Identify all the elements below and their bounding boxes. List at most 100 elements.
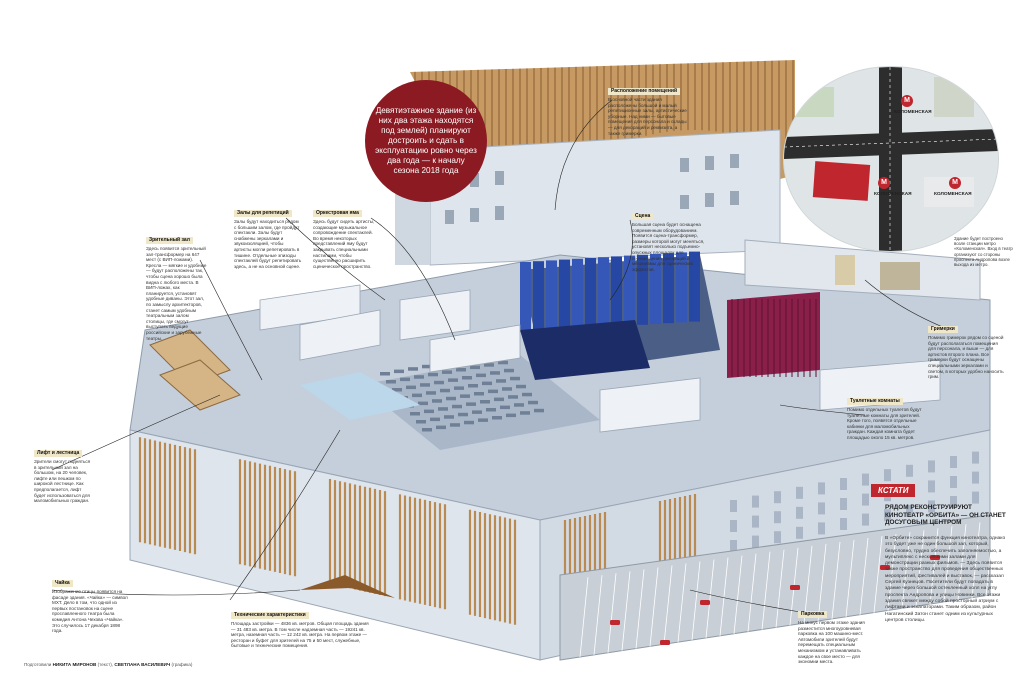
facade-window (818, 482, 825, 495)
callout-toilets: Туалетные комнаты Помимо отдельных туале… (847, 398, 923, 441)
interior-walls (259, 284, 941, 433)
map-graphic (784, 67, 998, 251)
facade-window (730, 540, 737, 552)
parking-stripe (761, 551, 771, 630)
car (880, 565, 890, 570)
parking-stripe (985, 520, 995, 597)
callout-text: Изображение птицы появится на фасаде зда… (52, 589, 128, 634)
seat-row (438, 407, 448, 411)
facade-window (730, 520, 737, 532)
parking-stripe (649, 567, 659, 647)
stage-area (520, 251, 820, 380)
curtain-fold (585, 258, 596, 328)
parking-stripe (747, 553, 757, 632)
callout-rehearsal: Залы для репетиций Залы будут находиться… (234, 210, 302, 269)
headline-bubble: Девятиэтажное здание (из них два этажа н… (365, 80, 487, 202)
seat-row (428, 372, 438, 377)
car (790, 585, 800, 590)
seat-row (528, 400, 538, 405)
parking-stripe (929, 528, 939, 605)
parking-stripe (775, 549, 785, 628)
kstati-headline: РЯДОМ РЕКОНСТРУИРУЮТ КИНОТЕАТР «ОРБИТА» … (885, 504, 1006, 527)
seat-row (520, 411, 530, 415)
facade-window (862, 473, 869, 486)
seat-row (448, 378, 458, 382)
seat-row (482, 381, 492, 386)
seat-row (444, 415, 454, 419)
location-map: М КОЛОМЕНСКАЯ М КОЛОМЕНСКАЯ М КОЛОМЕНСКА… (783, 66, 999, 252)
curtain-fold (520, 262, 531, 332)
seat-row (502, 387, 512, 391)
seat-row (458, 412, 468, 417)
seat-row (476, 373, 486, 378)
seat-row (506, 413, 516, 418)
seat-row (478, 418, 488, 422)
seat-row (416, 420, 426, 424)
seat-row (386, 380, 396, 384)
facade-window (862, 513, 869, 526)
parking-stripe (859, 537, 869, 616)
seat-row (446, 396, 456, 401)
callout-text: Зрители смогут подняться в зрительный за… (34, 459, 91, 504)
callout-text: Площадь застройки — 4836 кв. метров. Общ… (231, 621, 369, 649)
callout-title: Расположение помещений (608, 88, 681, 95)
curtain-fold (663, 253, 674, 324)
parking-stripe (677, 563, 687, 643)
seat-row (490, 371, 500, 375)
callout-chaika: Чайка Изображение птицы появится на фаса… (52, 580, 130, 634)
curtain-fold (546, 260, 557, 331)
seat-row (394, 369, 404, 374)
facade-window (840, 518, 847, 530)
curtain-fold (650, 254, 661, 324)
parking-stripe (607, 573, 617, 653)
callout-title: Парковка (798, 611, 828, 618)
curtain-fold (624, 255, 635, 326)
seat-row (464, 420, 474, 425)
metro-icon: М (878, 177, 890, 189)
seat-row (422, 428, 432, 432)
callout-title: Лифт и лестница (34, 450, 83, 457)
headline-text: Девятиэтажное здание (из них два этажа н… (375, 106, 477, 175)
seat-row (408, 367, 418, 371)
facade-window (730, 500, 737, 512)
seat-row (468, 384, 478, 388)
seat-row (460, 394, 470, 398)
seat-row (522, 392, 532, 397)
callout-text: В основной части здания расположены боль… (608, 97, 687, 136)
seat-row (380, 372, 390, 376)
parking-stripe (621, 571, 631, 651)
facade-window (774, 491, 781, 504)
seat-row (486, 408, 496, 412)
parking-stripe (803, 545, 813, 624)
facade-window (884, 509, 891, 522)
facade-window (950, 456, 957, 468)
facade-window (796, 486, 803, 499)
facade-window (906, 464, 913, 477)
car (700, 600, 710, 605)
facade-window (840, 498, 847, 510)
callout-text: Помимо отдельных туалетов будут туалетны… (847, 407, 922, 440)
credit-label: Подготовили (24, 662, 52, 667)
seat-row (492, 416, 502, 420)
parking-stripe (957, 524, 967, 601)
seat-row (420, 383, 430, 387)
callout-elevator: Лифт и лестница Зрители смогут подняться… (34, 450, 92, 504)
seat-row (504, 368, 514, 373)
metro-label: КОЛОМЕНСКАЯ (894, 110, 932, 115)
seat-row (434, 380, 444, 385)
callout-orchestra: Оркестровая яма Здесь будут сидеть артис… (313, 210, 379, 269)
parking-stripe (719, 557, 729, 637)
facade-window (928, 500, 935, 513)
parking-stripe (915, 530, 925, 607)
callout-text: Здесь будут сидеть артисты, создающие му… (313, 219, 375, 269)
seat-row (414, 375, 424, 379)
parking-stripe (691, 561, 701, 641)
seat-row (470, 365, 480, 370)
stairs (149, 329, 241, 411)
facade-window (774, 531, 781, 544)
facade-window (796, 526, 803, 539)
seat-row (510, 376, 520, 381)
seat-row (514, 403, 524, 407)
callout-makeup: Гримерки Помимо гримерок рядом со сценой… (928, 326, 1004, 380)
